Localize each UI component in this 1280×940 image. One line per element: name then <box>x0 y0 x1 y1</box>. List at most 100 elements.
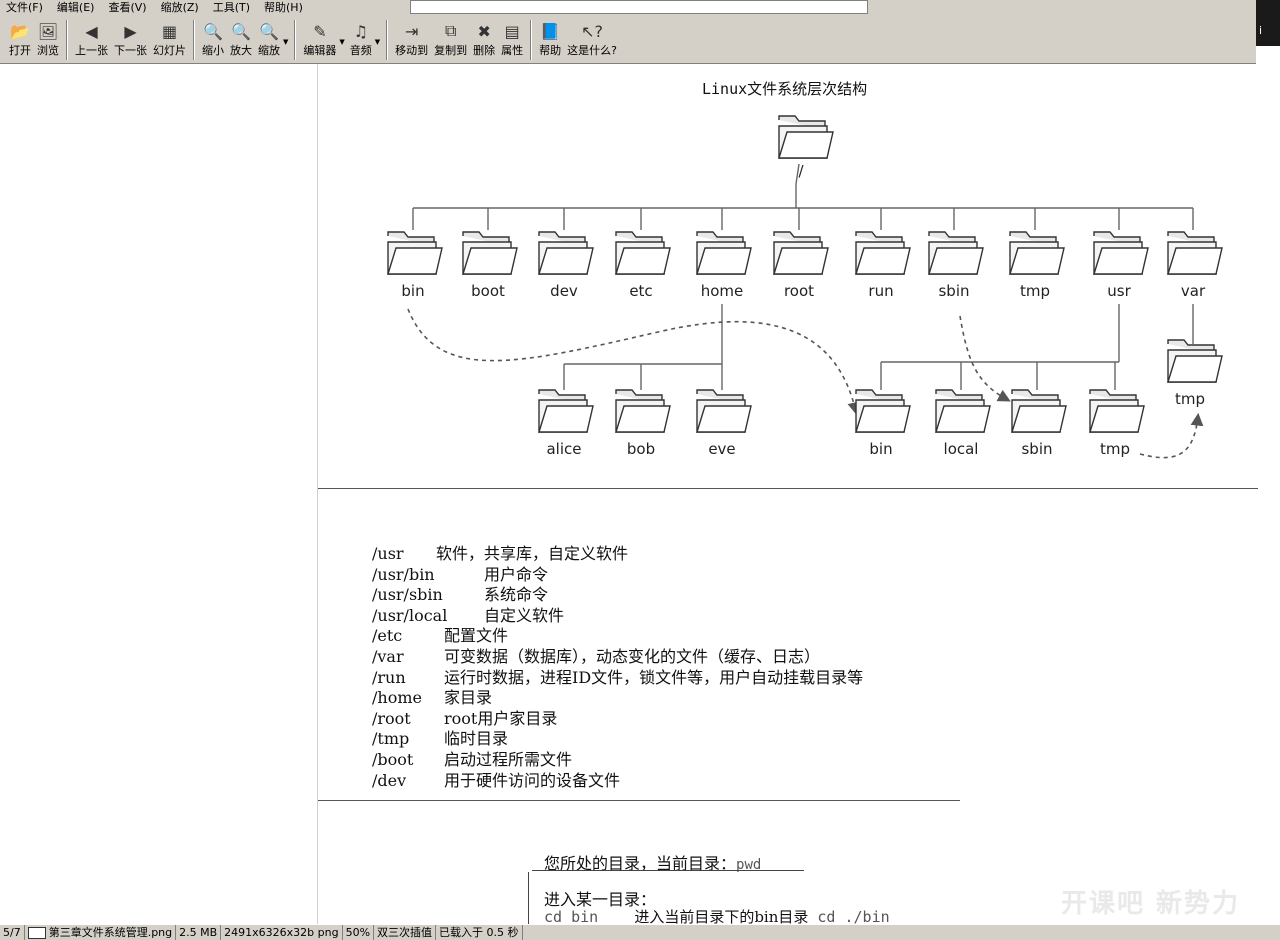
status-dimensions: 2491x6326x32b png <box>221 925 343 940</box>
toolbar-button-previous[interactable]: ◀上一张 <box>72 16 111 58</box>
folder-icon[interactable] <box>1167 339 1223 383</box>
toolbar-button-copy-to[interactable]: ⧉复制到 <box>431 16 470 57</box>
tree-diagram <box>387 115 1223 459</box>
status-zoom: 50% <box>343 925 375 940</box>
folder-icon[interactable] <box>855 389 911 433</box>
directory-row: /etc 配置文件 <box>372 626 863 647</box>
root-dir-label: / <box>798 162 804 180</box>
chevron-down-icon[interactable]: ▼ <box>339 38 345 46</box>
cd-command: cd bin <box>544 908 599 924</box>
toolbar-button-whats-this[interactable]: ↖? 这是什么? <box>564 16 620 58</box>
folder-icon[interactable] <box>538 231 594 275</box>
folder-icon[interactable] <box>928 231 984 275</box>
folder-icon[interactable] <box>855 231 911 275</box>
directory-description: 启动过程所需文件 <box>444 749 573 769</box>
directory-description: 家目录 <box>444 688 493 708</box>
status-index: 5/7 <box>0 925 25 940</box>
toolbar-label: 这是什么? <box>567 44 618 57</box>
toolbar-button-properties[interactable]: ▤属性 <box>498 16 526 58</box>
menu-file[interactable]: 文件(F) <box>6 1 43 14</box>
directory-path: /etc <box>372 626 403 646</box>
status-bar: 5/7 第三章文件系统管理.png 2.5 MB 2491x6326x32b p… <box>0 924 1280 940</box>
cd-command-2: cd ./bin <box>817 908 890 924</box>
link-arrow <box>959 315 1011 402</box>
status-size: 2.5 MB <box>176 925 222 940</box>
home-child-label: eve <box>708 440 736 458</box>
divider-1 <box>318 488 1258 489</box>
folder-icon[interactable] <box>615 231 671 275</box>
chevron-down-icon[interactable]: ▼ <box>374 38 381 46</box>
path-field[interactable] <box>410 0 868 14</box>
folder-icon[interactable] <box>462 231 518 275</box>
toolbar-button-zoom-in[interactable]: 🔍放大 <box>227 16 255 58</box>
folder-icon[interactable] <box>1089 389 1145 433</box>
dir-label-home: home <box>700 282 744 300</box>
folder-icon[interactable] <box>778 115 834 159</box>
menu-edit[interactable]: 编辑(E) <box>56 1 95 14</box>
folder-icon[interactable] <box>1167 231 1223 275</box>
whats-this-icon: ↖? <box>581 21 604 41</box>
slideshow-icon: ▦ <box>161 21 178 41</box>
link-arrow <box>407 308 861 416</box>
toolbar-button-move-to[interactable]: ⇥移动到 <box>392 16 431 58</box>
copy-to-icon: ⧉ <box>444 21 457 40</box>
usr-child-label: tmp <box>1099 440 1131 458</box>
toolbar-separator <box>294 20 297 60</box>
enter-dir-note: 进入某一目录： <box>544 890 657 909</box>
folder-icon[interactable] <box>935 389 991 433</box>
pwd-note: 您所处的目录，当前目录：pwd <box>544 850 761 874</box>
status-filename: 第三章文件系统管理.png <box>48 926 173 939</box>
toolbar-button-open-folder[interactable]: 📂打开 <box>6 16 34 58</box>
toolbar-button-help-book[interactable]: 📘帮助 <box>536 16 564 58</box>
toolbar-label: 浏览 <box>37 44 59 57</box>
watermark-logo: 开课吧 新势力 <box>1060 889 1240 919</box>
toolbar-label: 音频 <box>349 44 372 57</box>
toolbar-button-zoom-out[interactable]: 🔍缩小 <box>199 16 227 58</box>
toolbar-button-next[interactable]: ▶下一张 <box>111 16 150 58</box>
folder-icon[interactable] <box>1093 231 1149 275</box>
dir-label-sbin: sbin <box>938 282 970 300</box>
menu-zoom[interactable]: 缩放(Z) <box>160 1 199 14</box>
toolbar-button-delete[interactable]: ✖删除 <box>470 16 498 58</box>
directory-path: /var <box>372 646 404 666</box>
folder-icon[interactable] <box>1011 389 1067 433</box>
toolbar-label: 打开 <box>9 44 31 57</box>
toolbar-button-slideshow[interactable]: ▦幻灯片 <box>150 16 189 58</box>
directory-path: /run <box>372 667 406 687</box>
folder-icon[interactable] <box>696 231 752 275</box>
directory-description: 系统命令 <box>484 585 549 605</box>
toolbar-label: 帮助 <box>539 44 562 57</box>
menu-view[interactable]: 查看(V) <box>108 1 147 14</box>
chevron-down-icon[interactable]: ▼ <box>283 38 289 46</box>
menu-tools[interactable]: 工具(T) <box>212 1 251 14</box>
menu-help[interactable]: 帮助(H) <box>264 1 303 14</box>
status-interpolation: 双三次插值 <box>374 925 437 940</box>
toolbar-button-browse[interactable]: 🖼 浏览 <box>34 16 62 58</box>
dir-label-etc: etc <box>629 282 653 300</box>
cd-note: cd bin 进入当前目录下的bin目录 cd ./bin <box>544 906 890 924</box>
folder-icon[interactable] <box>773 231 829 275</box>
folder-icon[interactable] <box>696 389 752 433</box>
zoom-in-icon: 🔍 <box>231 21 251 41</box>
dir-label-root: root <box>783 282 815 300</box>
toolbar-button-audio[interactable]: ♫音频 <box>347 16 375 58</box>
folder-icon[interactable] <box>615 389 671 433</box>
directory-description: root用户家目录 <box>444 708 558 728</box>
directory-description: 配置文件 <box>444 626 509 646</box>
left-panel <box>0 64 318 924</box>
toolbar-button-editor[interactable]: ✎编辑器 <box>300 16 339 58</box>
diagram-title: Linux文件系统层次结构 <box>702 80 868 98</box>
corner-panel: i <box>1256 0 1280 46</box>
folder-icon[interactable] <box>1009 231 1065 275</box>
dir-label-boot: boot <box>471 282 505 300</box>
browse-icon: 🖼 <box>37 21 59 41</box>
folder-icon[interactable] <box>387 231 443 275</box>
folder-icon[interactable] <box>538 389 594 433</box>
toolbar-button-zoom[interactable]: 🔍缩放 <box>255 16 283 58</box>
